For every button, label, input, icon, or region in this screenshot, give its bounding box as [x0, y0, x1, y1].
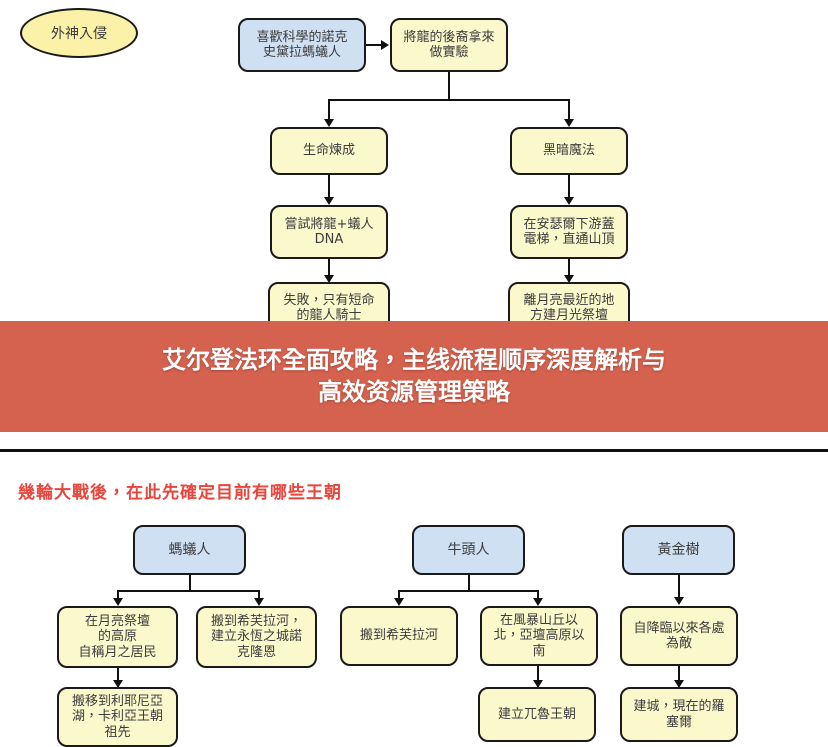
node-label: 失敗，只有短命 的龍人騎士: [283, 292, 375, 323]
node-dragon-descendant-experiment[interactable]: 將龍的後裔拿來 做實驗: [390, 18, 508, 72]
connector-bus-to-n4: [568, 99, 570, 121]
node-branch-erdtree[interactable]: 黃金樹: [622, 525, 735, 575]
connector-ant-bus-horizontal: [117, 590, 260, 592]
node-label: 嘗試將龍+蟻人 DNA: [284, 216, 374, 247]
connector-ant-to-child2: [258, 590, 260, 600]
connector-bus-to-n3: [328, 99, 330, 121]
arrowhead-erdtree-child1: [674, 597, 684, 605]
node-label: 螞蟻人: [168, 541, 211, 558]
node-found-uhl-dynasty[interactable]: 建立兀魯王朝: [478, 687, 596, 742]
overlay-banner-text: 艾尔登法环全面攻略，主线流程顺序深度解析与 高效资源管理策略: [162, 345, 666, 406]
node-label: 搬到希芙拉河， 建立永恆之城諾 克隆恩: [210, 614, 302, 660]
arrowhead-moon-altar-to-liurnia: [113, 680, 123, 688]
node-dark-magic[interactable]: 黑暗魔法: [510, 127, 628, 175]
connector-minotaur-to-child1: [398, 590, 400, 600]
connector-erdtree-to-child1: [678, 575, 680, 599]
node-build-city-rothsell[interactable]: 建城，現在的羅 塞爾: [620, 687, 738, 742]
node-north-stormhill-south-altus[interactable]: 在風暴山丘以 北，亞壇高原以 南: [480, 606, 598, 666]
arrowhead-minotaur-child1: [394, 598, 404, 606]
node-label: 黑暗魔法: [542, 143, 595, 159]
arrowhead-minotaur-child2: [533, 598, 543, 606]
node-branch-ant-people[interactable]: 螞蟻人: [133, 525, 246, 575]
node-siofra-eternal-city-nokron[interactable]: 搬到希芙拉河， 建立永恆之城諾 克隆恩: [196, 606, 317, 668]
connector-minotaur-bus-horizontal: [398, 590, 539, 592]
connector-moon-altar-to-liurnia: [117, 668, 119, 682]
node-liurnia-carian-ancestors[interactable]: 搬移到利耶尼亞 湖，卡利亞王朝 祖先: [57, 687, 178, 747]
connector-n3-n5: [328, 175, 330, 199]
node-label: 外神入侵: [51, 26, 107, 42]
connector-n6-n8: [568, 259, 570, 277]
node-nox-astel-ant-people[interactable]: 喜歡科學的諾克 史黛拉螞蟻人: [238, 18, 366, 72]
arrowhead-hostile-to-rothsell: [674, 680, 684, 688]
node-label: 搬移到利耶尼亞 湖，卡利亞王朝 祖先: [71, 694, 163, 740]
node-branch-minotaur[interactable]: 牛頭人: [412, 525, 525, 575]
node-label: 黃金樹: [657, 541, 700, 558]
node-dragon-ant-dna-attempt[interactable]: 嘗試將龍+蟻人 DNA: [270, 205, 388, 259]
node-label: 建城，現在的羅 塞爾: [633, 699, 725, 730]
node-label: 搬到希芙拉河: [359, 628, 438, 644]
node-hostile-since-descent[interactable]: 自降臨以來各處 為敵: [620, 606, 738, 666]
node-label: 生命煉成: [302, 143, 355, 159]
arrowhead-to-n3: [324, 119, 334, 127]
node-label: 在月亮祭壇 的高原 自稱月之居民: [78, 614, 157, 660]
node-outer-god-invasion[interactable]: 外神入侵: [20, 8, 138, 58]
connector-n1-n2: [366, 44, 382, 46]
arrowhead-n4-n6: [564, 197, 574, 205]
node-label: 喜歡科學的諾克 史黛拉螞蟻人: [256, 29, 348, 60]
node-life-alchemy[interactable]: 生命煉成: [270, 127, 388, 175]
arrowhead-altus-to-uhl: [533, 680, 543, 688]
connector-minotaur-bus-down: [468, 575, 470, 591]
node-ainsel-elevator[interactable]: 在安瑟爾下游蓋 電梯，直通山頂: [510, 205, 628, 259]
node-moon-altar-plateau[interactable]: 在月亮祭壇 的高原 自稱月之居民: [57, 606, 178, 668]
connector-ant-to-child1: [117, 590, 119, 600]
connector-altus-to-uhl: [537, 666, 539, 682]
node-move-to-siofra-river[interactable]: 搬到希芙拉河: [340, 606, 458, 666]
node-label: 自降臨以來各處 為敵: [633, 620, 725, 651]
connector-n2-bus-horizontal: [328, 99, 570, 101]
connector-n5-n7: [328, 259, 330, 277]
node-label: 將龍的後裔拿來 做實驗: [403, 29, 495, 60]
arrowhead-n1-n2: [381, 40, 389, 50]
node-label: 在風暴山丘以 北，亞壇高原以 南: [493, 613, 585, 659]
arrowhead-n5-n7: [324, 275, 334, 283]
arrowhead-to-n4: [564, 119, 574, 127]
node-label: 在安瑟爾下游蓋 電梯，直通山頂: [523, 216, 615, 247]
connector-n4-n6: [568, 175, 570, 199]
node-label: 建立兀魯王朝: [497, 706, 576, 722]
bottom-section-caption: 幾輪大戰後，在此先確定目前有哪些王朝: [18, 483, 342, 503]
section-divider: [0, 449, 828, 452]
connector-minotaur-to-child2: [537, 590, 539, 600]
arrowhead-ant-child2: [254, 598, 264, 606]
connector-n2-bus-down: [448, 72, 450, 100]
connector-ant-bus-down: [189, 575, 191, 591]
node-label: 牛頭人: [447, 541, 490, 558]
arrowhead-n6-n8: [564, 275, 574, 283]
connector-hostile-to-rothsell: [678, 666, 680, 682]
overlay-promo-banner: 艾尔登法环全面攻略，主线流程顺序深度解析与 高效资源管理策略: [0, 321, 828, 432]
node-label: 離月亮最近的地 方建月光祭壇: [523, 292, 615, 323]
arrowhead-ant-child1: [113, 598, 123, 606]
arrowhead-n3-n5: [324, 197, 334, 205]
